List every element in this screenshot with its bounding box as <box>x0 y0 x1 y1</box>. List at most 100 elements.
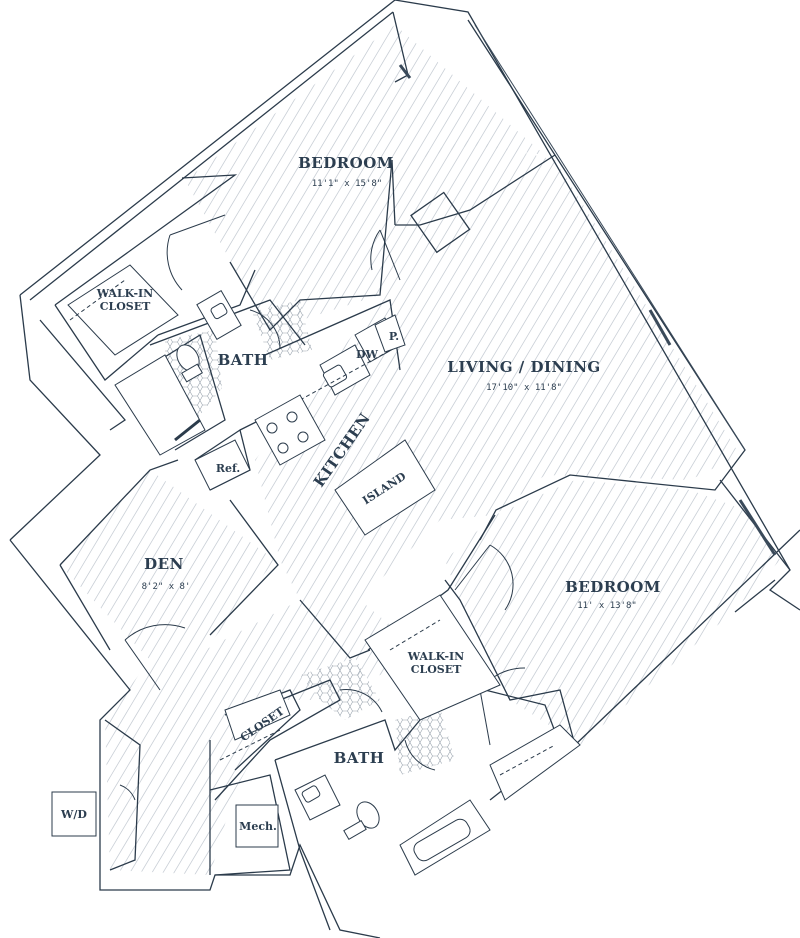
floor-plank-line <box>410 0 800 938</box>
floor-plank-line <box>443 0 800 938</box>
floor-plank-line <box>0 0 35 938</box>
floor-plank-line <box>596 140 740 520</box>
floor-plank-line <box>531 0 800 938</box>
floor-plank-line <box>105 600 420 875</box>
floor-plank-line <box>552 480 780 745</box>
floor-plank-line <box>608 0 800 938</box>
floor-plank-line <box>134 600 420 875</box>
floor-plank-line <box>486 25 545 330</box>
floor-plank-line <box>641 0 800 938</box>
floor-plank-line <box>773 0 800 938</box>
floor-plank-line <box>105 600 420 875</box>
floor-plank-line <box>641 0 800 938</box>
floor-plank-line <box>531 0 800 938</box>
floor-plank-line <box>431 25 545 330</box>
living-dining-label: LIVING / DINING <box>447 358 600 376</box>
floor-plank-line <box>531 0 800 938</box>
floor-plank-line <box>629 140 740 520</box>
floor-plank-line <box>762 0 800 938</box>
floor-plank-line <box>380 140 740 520</box>
floor-plank-line <box>706 480 780 745</box>
floor-plank-line <box>380 140 597 520</box>
floor-plank-line <box>575 0 800 938</box>
floor-plank-line <box>784 0 800 938</box>
floor-plank-line <box>586 0 800 938</box>
floor-plank-line <box>60 470 223 660</box>
floor-plank-line <box>729 0 800 938</box>
floor-plank-line <box>442 140 740 520</box>
floor-plank-line <box>185 25 366 330</box>
floor-plank-line <box>185 25 487 330</box>
floor-plank-line <box>552 140 740 520</box>
floor-plank-line <box>380 140 630 520</box>
floor-plank-line <box>0 0 310 938</box>
floor-plank-line <box>0 0 233 938</box>
floor-plank-line <box>0 0 310 938</box>
floor-plank-line <box>564 0 800 938</box>
floor-plank-line <box>376 25 545 330</box>
floor-plank-line <box>105 600 420 875</box>
floor-plank-line <box>185 25 333 330</box>
floor-plank-line <box>740 0 800 938</box>
floor-plank-line <box>0 0 211 938</box>
floor-plank-line <box>509 0 800 938</box>
floor-plank-line <box>564 0 800 938</box>
floor-plank-line <box>443 0 800 938</box>
floor-plank-line <box>707 0 800 938</box>
floor-plank-line <box>740 0 800 938</box>
floor-plank-line <box>0 0 57 938</box>
doors <box>119 214 526 801</box>
floor-plank-line <box>105 600 333 875</box>
floor-plank-line <box>185 25 311 330</box>
floor-plank-line <box>255 300 440 600</box>
floor-plank-line <box>586 0 800 938</box>
floor-plank-line <box>365 300 440 600</box>
floor-plank-line <box>60 470 275 660</box>
floor-plank-line <box>0 0 233 938</box>
floor-plank-line <box>255 300 300 600</box>
floor-plank-line <box>0 0 332 938</box>
floor-plank-line <box>0 0 35 938</box>
floor-plank-line <box>0 0 35 938</box>
floor-plank-line <box>707 0 800 938</box>
floor-plank-line <box>380 140 740 520</box>
floor-plank-line <box>629 480 780 745</box>
floor-plank-line <box>255 300 440 600</box>
floor-plank-line <box>563 140 740 520</box>
floor-plank-line <box>365 600 420 875</box>
bedroom-1-dimensions: 11'1" x 15'8" <box>312 179 382 189</box>
floor-plank-line <box>497 480 780 745</box>
floor-plank-line <box>0 0 321 938</box>
floor-plank-line <box>420 140 740 520</box>
floor-plank-line <box>409 600 420 875</box>
floor-plank-line <box>0 0 57 938</box>
floor-plank-line <box>784 0 800 938</box>
floor-plank-line <box>380 140 575 520</box>
floor-plank-line <box>762 0 800 938</box>
floor-plank-line <box>530 25 545 330</box>
floor-plank-line <box>464 480 780 745</box>
floor-plank-line <box>519 480 780 745</box>
floor-plank-line <box>380 140 542 520</box>
floor-plank-line <box>255 300 322 600</box>
floor-plank-line <box>0 0 13 938</box>
floor-plank-line <box>751 0 800 938</box>
pantry-label: P. <box>389 330 399 343</box>
den-label: DEN <box>144 555 184 573</box>
floor-plank-line <box>255 300 440 600</box>
floor-plank-line <box>445 480 780 745</box>
floor-plank-line <box>541 140 740 520</box>
floor-plank-line <box>641 0 800 938</box>
floor-plank-line <box>123 600 420 875</box>
floor-plank-line <box>773 0 800 938</box>
floor-plank-line <box>255 300 311 600</box>
floor-plank-line <box>575 0 800 938</box>
floor-plank-line <box>0 0 222 938</box>
floor-plank-line <box>673 480 780 745</box>
floor-plank-line <box>465 0 800 938</box>
floor-plank-line <box>0 0 57 938</box>
floor-plank-line <box>387 300 440 600</box>
floor-plank-line <box>185 25 432 330</box>
floor-plank-line <box>585 480 780 745</box>
floor-plank-line <box>185 25 388 330</box>
